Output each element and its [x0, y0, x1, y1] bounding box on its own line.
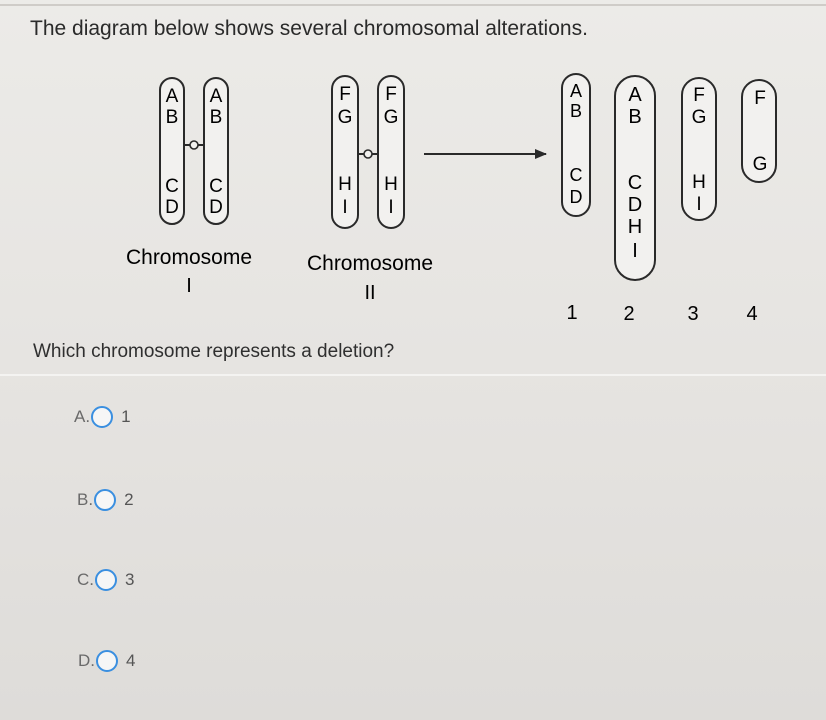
chromosome-two-numeral: II	[364, 282, 375, 304]
choice-b[interactable]: B. 2	[77, 485, 134, 515]
choice-value: 3	[125, 570, 135, 589]
gene-label: A	[570, 81, 582, 101]
answer-divider	[0, 374, 826, 376]
chromosome-one-numeral: I	[186, 275, 192, 297]
chromosome-one-label: Chromosome	[126, 246, 252, 269]
gene-label: C	[165, 176, 179, 197]
radio-button[interactable]	[91, 406, 114, 428]
gene-label: I	[696, 194, 701, 215]
gene-label: H	[338, 174, 352, 195]
gene-label: C	[209, 176, 223, 197]
choice-c[interactable]: C. 3	[77, 565, 134, 595]
gene-label: A	[210, 86, 223, 107]
chromatid-two-left	[331, 75, 359, 229]
gene-label: F	[385, 84, 397, 105]
result-chromosome-1: A B C D 1	[561, 73, 591, 324]
gene-label: H	[384, 174, 398, 195]
result-3-body	[681, 77, 717, 221]
gene-label: B	[628, 106, 641, 128]
result-number: 4	[746, 303, 757, 325]
choice-value: 2	[124, 490, 134, 509]
chromosome-two: F G H I F G H I Chromosome II	[307, 75, 433, 304]
gene-label: A	[628, 84, 642, 106]
chromosome-diagram: A B C D A B C D Chromosome I F G H I F G…	[126, 73, 777, 325]
result-4-body	[741, 79, 777, 183]
gene-label: D	[209, 197, 223, 218]
top-divider	[0, 4, 826, 6]
radio-button[interactable]	[95, 569, 117, 591]
choice-a[interactable]: A. 1	[74, 402, 131, 432]
chromatid-one-left	[159, 77, 185, 225]
gene-label: G	[384, 107, 399, 128]
gene-label: B	[570, 101, 582, 121]
result-chromosome-3: F G H I 3	[681, 77, 717, 325]
gene-label: G	[338, 107, 353, 128]
gene-label: D	[165, 197, 179, 218]
question-prompt: Which chromosome represents a deletion?	[33, 341, 395, 362]
choice-letter: A.	[74, 407, 91, 426]
gene-label: G	[692, 107, 707, 128]
gene-label: H	[628, 216, 642, 238]
result-2-body	[614, 75, 656, 281]
gene-label: H	[692, 172, 706, 193]
result-number: 1	[566, 302, 577, 324]
gene-label: A	[166, 86, 179, 107]
question-title: The diagram below shows several chromoso…	[30, 17, 588, 40]
result-number: 2	[623, 303, 634, 325]
chromatid-one-right	[203, 77, 229, 225]
centromere-one	[189, 140, 199, 150]
result-number: 3	[687, 303, 698, 325]
choice-d[interactable]: D. 4	[78, 646, 135, 676]
gene-label: F	[693, 85, 705, 106]
result-chromosome-4: F G 4	[741, 79, 777, 325]
chromatid-two-right	[377, 75, 405, 229]
result-chromosome-2: A B C D H I 2	[614, 75, 656, 325]
gene-label: B	[166, 107, 179, 128]
choice-letter: C.	[77, 570, 94, 589]
gene-label: F	[339, 84, 351, 105]
chromosome-one: A B C D A B C D Chromosome I	[126, 77, 252, 297]
result-1-body	[561, 73, 591, 217]
gene-label: I	[342, 197, 347, 218]
gene-label: C	[570, 165, 583, 185]
choice-letter: B.	[77, 490, 94, 509]
radio-button[interactable]	[94, 489, 117, 511]
gene-label: G	[753, 154, 768, 175]
gene-label: D	[570, 187, 583, 207]
gene-label: I	[632, 240, 638, 262]
centromere-two	[363, 149, 373, 159]
choice-value: 1	[121, 407, 131, 426]
choice-letter: D.	[78, 651, 95, 670]
gene-label: D	[628, 194, 642, 216]
radio-button[interactable]	[96, 650, 118, 672]
chromosome-two-label: Chromosome	[307, 252, 433, 275]
gene-label: F	[754, 88, 766, 109]
gene-label: C	[628, 172, 642, 194]
gene-label: B	[210, 107, 223, 128]
gene-label: I	[388, 197, 393, 218]
choice-value: 4	[126, 651, 136, 670]
